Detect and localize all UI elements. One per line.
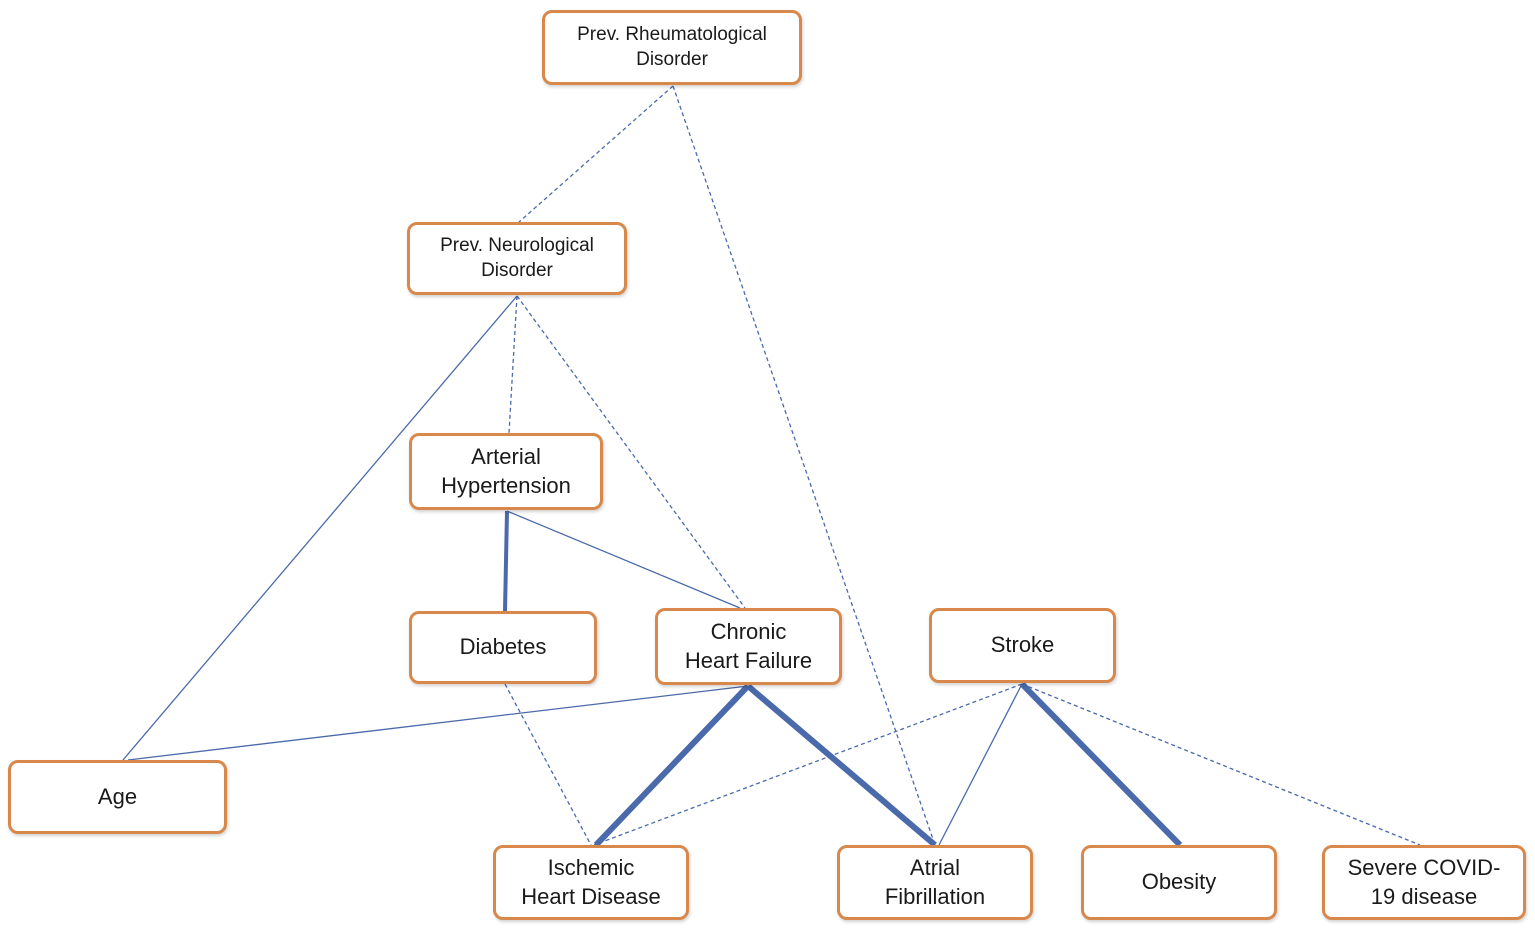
node-arterial-hypertension: Arterial Hypertension [409,433,603,510]
edge-rheum-af [672,85,936,846]
node-label: Prev. Neurological Disorder [440,234,594,281]
edge-hyper-diab [503,510,509,612]
node-age: Age [8,760,227,834]
node-ischemic-heart-disease: Ischemic Heart Disease [493,845,689,920]
node-label: Chronic Heart Failure [684,618,813,673]
node-prev-neurological-disorder: Prev. Neurological Disorder [407,222,627,295]
node-label: Arterial Hypertension [441,443,571,498]
node-obesity: Obesity [1081,845,1277,920]
edge-stroke-covid [1021,683,1421,846]
edge-stroke-af [938,683,1023,846]
node-label: Atrial Fibrillation [884,854,986,909]
node-label: Age [97,783,138,809]
node-label: Severe COVID- 19 disease [1347,854,1501,909]
node-severe-covid-19-disease: Severe COVID- 19 disease [1322,845,1526,920]
node-prev-rheumatological-disorder: Prev. Rheumatological Disorder [542,10,802,85]
edge-chf-age [127,685,749,761]
edge-diab-ihd [504,683,592,846]
edge-chf-af [746,683,937,848]
node-stroke: Stroke [929,608,1116,683]
node-label: Ischemic Heart Disease [521,854,661,909]
node-atrial-fibrillation: Atrial Fibrillation [837,845,1033,920]
edge-rheum-neuro [518,85,674,223]
edge-hyper-chf [506,510,741,609]
edge-neuro-chf [516,295,746,609]
edge-chf-ihd [593,683,751,848]
node-label: Obesity [1141,869,1217,895]
node-diabetes: Diabetes [409,611,597,684]
edge-stroke-obes [1019,681,1183,848]
edge-stroke-ihd [593,683,1023,846]
node-label: Diabetes [459,634,547,660]
edge-neuro-age [122,295,518,761]
node-chronic-heart-failure: Chronic Heart Failure [655,608,842,685]
node-label: Prev. Rheumatological Disorder [577,23,767,70]
node-label: Stroke [990,632,1055,658]
edge-neuro-hyper [508,295,518,434]
